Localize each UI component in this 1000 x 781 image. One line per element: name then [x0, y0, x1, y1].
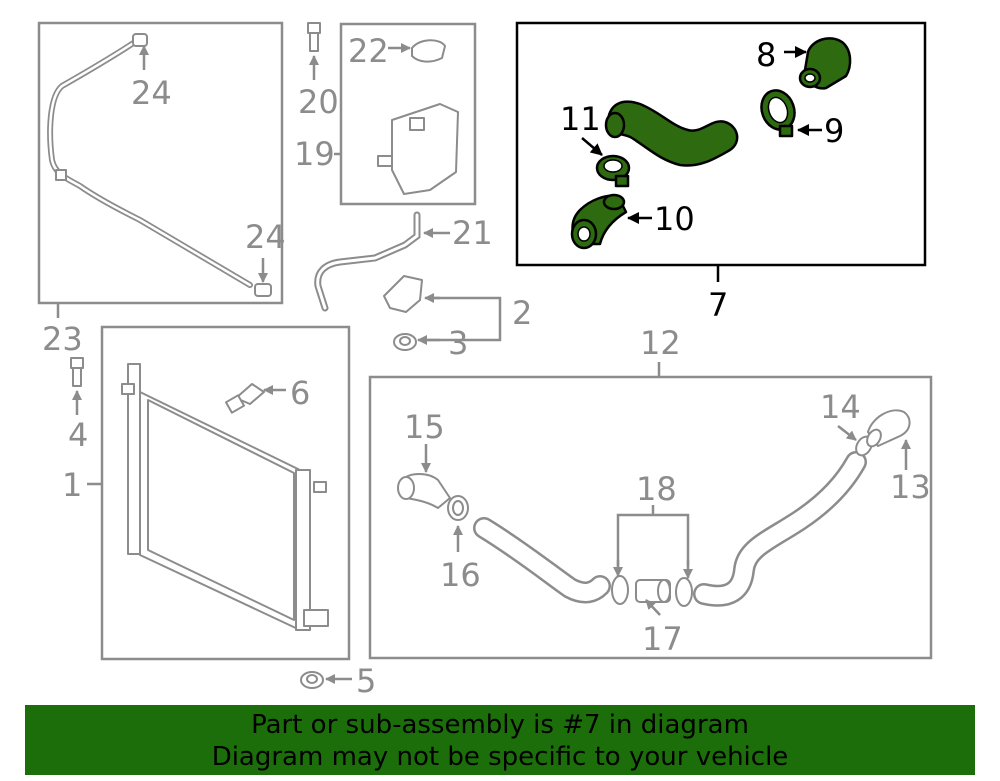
- grommet-5: 5: [300, 662, 376, 700]
- callout-9: 9: [824, 112, 844, 150]
- callout-1: 1: [62, 466, 82, 504]
- callout-8: 8: [756, 36, 776, 74]
- callout-11: 11: [560, 100, 601, 138]
- callout-23: 23: [42, 320, 83, 358]
- callout-18: 18: [636, 470, 677, 508]
- hose-21: 21: [314, 211, 493, 312]
- callout-21: 21: [452, 214, 493, 252]
- assembly-7-panel: 7 11 10 8 9: [515, 21, 927, 324]
- callout-7: 7: [708, 286, 728, 324]
- callout-24-top: 24: [131, 74, 172, 112]
- callout-10: 10: [654, 200, 695, 238]
- bolt-4: 4: [68, 357, 88, 454]
- callout-17: 17: [642, 620, 683, 658]
- callout-19: 19: [294, 135, 335, 173]
- callout-4: 4: [68, 416, 88, 454]
- reservoir-panel: 22 19: [294, 22, 477, 206]
- callout-12: 12: [640, 324, 681, 362]
- callout-3: 3: [448, 324, 468, 362]
- callout-6: 6: [290, 374, 310, 412]
- callout-2: 2: [512, 294, 532, 332]
- bracket-2-grommet-3: 2 3: [383, 275, 532, 362]
- callout-13: 13: [890, 468, 931, 506]
- bolt-20: 20: [298, 22, 339, 121]
- callout-16: 16: [440, 556, 481, 594]
- callout-22: 22: [348, 32, 389, 70]
- banner-line-2: Diagram may not be specific to your vehi…: [211, 742, 789, 772]
- info-banner: Part or sub-assembly is #7 in diagram Di…: [25, 705, 975, 775]
- callout-20: 20: [298, 83, 339, 121]
- callout-24-bottom: 24: [245, 218, 286, 256]
- radiator-panel: 1 6: [62, 325, 351, 661]
- callout-15: 15: [404, 408, 445, 446]
- callout-5: 5: [356, 662, 376, 700]
- condenser-line-panel: 24 24 23: [37, 21, 286, 358]
- lower-hose-panel: 12 15 16 18 17 14: [368, 324, 933, 660]
- banner-line-1: Part or sub-assembly is #7 in diagram: [251, 710, 749, 740]
- callout-14: 14: [820, 388, 861, 426]
- upper-hose-11: [606, 100, 739, 167]
